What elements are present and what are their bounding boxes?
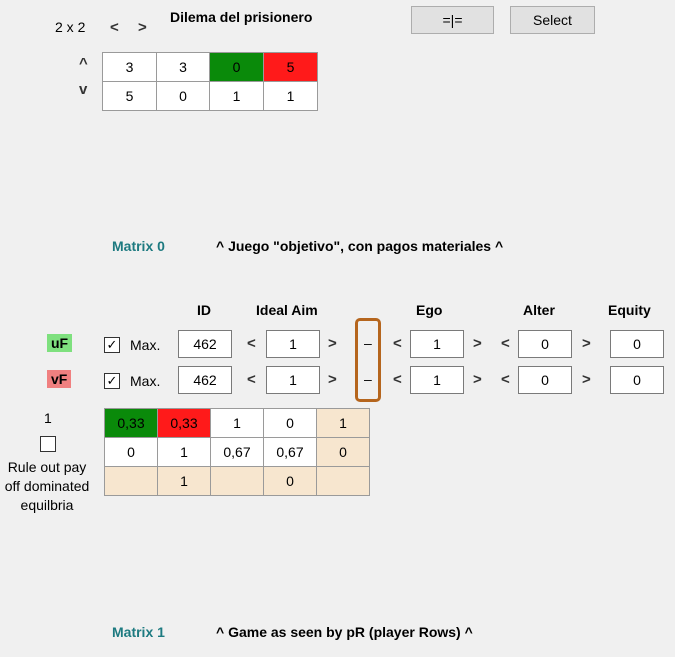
- matrix1-cell[interactable]: 1: [157, 466, 211, 496]
- matrix1-cell[interactable]: 1: [210, 408, 264, 438]
- uf-alter-decrease-arrow[interactable]: <: [501, 335, 510, 352]
- vf-ideal-input[interactable]: 1: [266, 366, 320, 394]
- vf-alter-input[interactable]: 0: [518, 366, 572, 394]
- uf-ideal-increase-arrow[interactable]: >: [328, 335, 337, 352]
- equal-button[interactable]: =|=: [411, 6, 494, 34]
- row-down-arrow[interactable]: v: [79, 81, 88, 98]
- size-decrease-arrow[interactable]: <: [110, 19, 119, 36]
- rule-out-checkbox[interactable]: [40, 436, 56, 452]
- matrix0-caption: ^ Juego "objetivo", con pagos materiales…: [216, 238, 504, 254]
- matrix1-count: 1: [44, 410, 52, 426]
- vf-max-label: Max.: [130, 373, 161, 389]
- matrix1-cell[interactable]: 0: [263, 466, 317, 496]
- col-equity-header: Equity: [608, 302, 651, 318]
- uf-ideal-input[interactable]: 1: [266, 330, 320, 358]
- select-button[interactable]: Select: [510, 6, 595, 34]
- vf-ego-input[interactable]: 1: [410, 366, 464, 394]
- col-alter-header: Alter: [523, 302, 555, 318]
- uf-label: uF: [47, 334, 73, 352]
- matrix0-cell[interactable]: 3: [102, 52, 157, 82]
- matrix0-cell[interactable]: 5: [263, 52, 318, 82]
- col-id-header: ID: [197, 302, 211, 318]
- matrix1-cell[interactable]: [210, 466, 264, 496]
- col-ideal-header: Ideal Aim: [256, 302, 318, 318]
- matrix1-name: Matrix 1: [112, 624, 165, 640]
- matrix0-cell[interactable]: 1: [209, 81, 264, 111]
- vf-alter-decrease-arrow[interactable]: <: [501, 371, 510, 388]
- uf-max-checkbox[interactable]: ✓: [104, 337, 120, 353]
- matrix0-cell[interactable]: 0: [209, 52, 264, 82]
- uf-equity-input[interactable]: 0: [610, 330, 664, 358]
- uf-dash: –: [364, 335, 372, 351]
- uf-ego-decrease-arrow[interactable]: <: [393, 335, 402, 352]
- uf-alter-increase-arrow[interactable]: >: [582, 335, 591, 352]
- uf-alter-input[interactable]: 0: [518, 330, 572, 358]
- matrix1-cell[interactable]: 0: [263, 408, 317, 438]
- vf-id-input[interactable]: 462: [178, 366, 232, 394]
- matrix1-cell[interactable]: 0: [104, 437, 158, 467]
- size-label: 2 x 2: [55, 19, 86, 35]
- uf-ego-increase-arrow[interactable]: >: [473, 335, 482, 352]
- uf-max-label: Max.: [130, 337, 161, 353]
- matrix1-caption: ^ Game as seen by pR (player Rows) ^: [216, 624, 473, 640]
- vf-alter-increase-arrow[interactable]: >: [582, 371, 591, 388]
- matrix1-cell[interactable]: 1: [157, 437, 211, 467]
- matrix1-cell[interactable]: 0: [316, 437, 370, 467]
- uf-ideal-decrease-arrow[interactable]: <: [247, 335, 256, 352]
- vf-ego-increase-arrow[interactable]: >: [473, 371, 482, 388]
- vf-ideal-decrease-arrow[interactable]: <: [247, 371, 256, 388]
- matrix1-cell[interactable]: 0,33: [104, 408, 158, 438]
- uf-id-input[interactable]: 462: [178, 330, 232, 358]
- uf-ego-input[interactable]: 1: [410, 330, 464, 358]
- matrix0-cell[interactable]: 5: [102, 81, 157, 111]
- matrix0-cell[interactable]: 1: [263, 81, 318, 111]
- size-increase-arrow[interactable]: >: [138, 19, 147, 36]
- matrix1-cell[interactable]: 0,67: [263, 437, 317, 467]
- vf-max-checkbox[interactable]: ✓: [104, 373, 120, 389]
- matrix0-name: Matrix 0: [112, 238, 165, 254]
- vf-ego-decrease-arrow[interactable]: <: [393, 371, 402, 388]
- dash-highlight-box: [355, 318, 381, 402]
- vf-dash: –: [364, 371, 372, 387]
- rule-out-label: Rule out pay off dominated equilbria: [4, 459, 90, 513]
- matrix1-cell[interactable]: 0,67: [210, 437, 264, 467]
- matrix0-cell[interactable]: 3: [156, 52, 210, 82]
- row-up-arrow[interactable]: ^: [79, 55, 88, 72]
- col-ego-header: Ego: [416, 302, 443, 318]
- vf-ideal-increase-arrow[interactable]: >: [328, 371, 337, 388]
- matrix0-grid: 3 3 0 5 5 0 1 1: [102, 52, 318, 111]
- matrix0-cell[interactable]: 0: [156, 81, 210, 111]
- vf-equity-input[interactable]: 0: [610, 366, 664, 394]
- matrix1-cell[interactable]: [316, 466, 370, 496]
- game-title: Dilema del prisionero: [170, 9, 313, 25]
- vf-label: vF: [47, 370, 72, 388]
- matrix1-grid: 0,33 0,33 1 0 1 0 1 0,67 0,67 0 1 0: [104, 408, 370, 496]
- matrix1-cell[interactable]: 1: [316, 408, 370, 438]
- matrix1-cell[interactable]: [104, 466, 158, 496]
- matrix1-cell[interactable]: 0,33: [157, 408, 211, 438]
